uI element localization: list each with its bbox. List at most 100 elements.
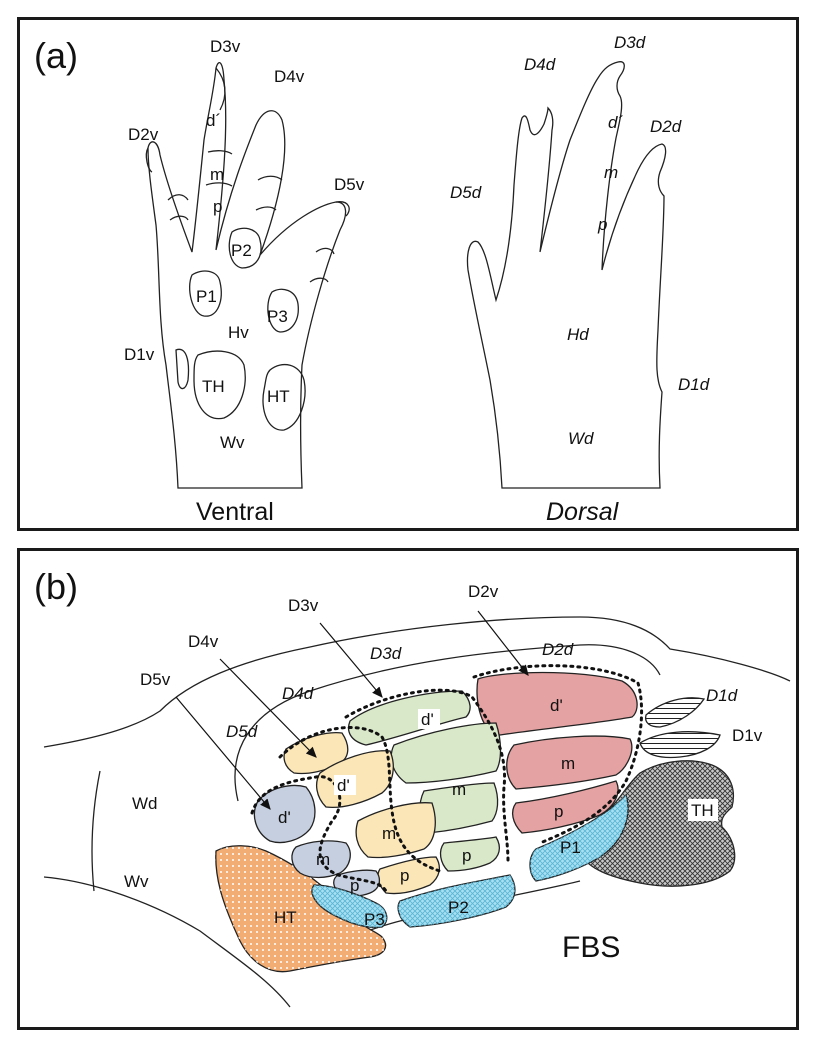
label-d2-p: p bbox=[554, 802, 563, 821]
ventral-pad-p2 bbox=[228, 227, 262, 269]
region-ht-texture bbox=[215, 845, 386, 972]
label-dorsal-m: m bbox=[604, 163, 618, 182]
d2v-claw bbox=[145, 147, 153, 173]
fbs-outer-outline bbox=[43, 616, 791, 748]
label-ventral-th: TH bbox=[202, 377, 225, 396]
fbs-title: FBS bbox=[562, 931, 620, 964]
d3v-crease-2 bbox=[205, 182, 233, 187]
label-d3-p: p bbox=[462, 846, 471, 865]
region-d1d-texture bbox=[645, 697, 704, 727]
label-d4d: D4d bbox=[524, 55, 556, 74]
label-hv: Hv bbox=[228, 323, 249, 342]
label-d4-m: m bbox=[382, 824, 396, 843]
label-ventral-p: p bbox=[213, 197, 222, 216]
ventral-pad-p3 bbox=[267, 288, 299, 333]
region-p3-texture bbox=[311, 885, 387, 928]
label-ventral-p1: P1 bbox=[196, 287, 217, 306]
dorsal-hand-outline bbox=[466, 61, 667, 489]
label-dorsal-p: p bbox=[597, 215, 607, 234]
ventral-pad-th bbox=[193, 350, 246, 420]
label-b-wv: Wv bbox=[124, 872, 149, 891]
d2v-crease-2 bbox=[169, 215, 189, 221]
arrow-d2v bbox=[477, 610, 529, 676]
label-d5-p: p bbox=[350, 876, 359, 895]
label-d1v: D1v bbox=[124, 345, 155, 364]
d3v-claw bbox=[215, 67, 226, 111]
label-d5-m: m bbox=[316, 850, 330, 869]
dorsal-hand bbox=[466, 61, 667, 489]
ventral-pad-p1 bbox=[189, 270, 222, 317]
boundary-d2 bbox=[472, 664, 644, 845]
label-d3-d-prime-bg bbox=[418, 709, 440, 729]
d5v-crease-1 bbox=[315, 247, 335, 255]
dorsal-title: Dorsal bbox=[546, 498, 620, 526]
label-ventral-p2: P2 bbox=[231, 241, 252, 260]
label-d2v: D2v bbox=[128, 125, 159, 144]
label-b-th-bg bbox=[688, 799, 718, 821]
label-b-d4v: D4v bbox=[188, 632, 219, 651]
label-ventral-p3: P3 bbox=[267, 307, 288, 326]
label-wv: Wv bbox=[220, 433, 245, 452]
label-d4-d-prime: d' bbox=[337, 776, 350, 795]
d2v-crease-1 bbox=[167, 194, 189, 201]
region-d1v-texture bbox=[640, 731, 720, 758]
ventral-hand-outline bbox=[147, 62, 347, 489]
label-b-p3: P3 bbox=[364, 910, 385, 929]
arrow-d4v bbox=[219, 658, 317, 758]
region-d2-p bbox=[511, 780, 619, 834]
label-b-d1v: D1v bbox=[732, 726, 763, 745]
panel-a-drawing: (a) D3v D4v D2v D5v d´ m bbox=[34, 33, 710, 526]
label-d2-m: m bbox=[561, 754, 575, 773]
panel-a: (a) D3v D4v D2v D5v d´ m bbox=[17, 17, 799, 531]
fbs-inner-outline bbox=[234, 644, 661, 802]
label-hd: Hd bbox=[567, 325, 589, 344]
panel-b: (b) bbox=[17, 548, 799, 1030]
label-d4-d-prime-bg bbox=[334, 775, 356, 795]
arrow-d5v bbox=[175, 696, 271, 810]
label-d5d: D5d bbox=[450, 183, 482, 202]
d5v-crease-2 bbox=[309, 277, 329, 283]
panel-b-tag: (b) bbox=[34, 566, 78, 607]
boundary-d3 bbox=[344, 688, 510, 863]
label-wd: Wd bbox=[568, 429, 594, 448]
label-d2d: D2d bbox=[650, 117, 682, 136]
label-d3-d-prime: d' bbox=[421, 710, 434, 729]
label-d5v: D5v bbox=[334, 175, 365, 194]
region-d2-m bbox=[506, 735, 633, 790]
label-ventral-d-prime: d´ bbox=[206, 111, 221, 130]
d4v-crease-2 bbox=[255, 206, 277, 211]
label-d3v: D3v bbox=[210, 37, 241, 56]
region-d3-d-prime bbox=[390, 722, 502, 784]
digit-boundaries bbox=[250, 664, 644, 893]
arrow-d3v bbox=[319, 622, 383, 698]
label-ventral-m: m bbox=[210, 165, 224, 184]
label-b-d5v: D5v bbox=[140, 670, 171, 689]
label-b-d1d: D1d bbox=[706, 686, 738, 705]
region-d3-p bbox=[439, 836, 501, 872]
label-d5-d-prime: d' bbox=[278, 808, 291, 827]
fbs-wrist-line bbox=[91, 770, 101, 892]
d3v-crease-1 bbox=[207, 150, 233, 155]
ventral-hand bbox=[145, 62, 350, 489]
d5v-claw bbox=[335, 201, 350, 217]
ventral-d1-thumb bbox=[175, 348, 190, 390]
label-d4-p: p bbox=[400, 866, 409, 885]
label-b-ht: HT bbox=[274, 908, 297, 927]
boundary-d4 bbox=[278, 726, 442, 873]
label-b-d2v: D2v bbox=[468, 582, 499, 601]
ventral-title: Ventral bbox=[196, 498, 274, 526]
region-p1-texture bbox=[530, 795, 628, 881]
region-p2-texture bbox=[398, 875, 515, 927]
panel-a-tag: (a) bbox=[34, 35, 78, 76]
label-b-th: TH bbox=[691, 801, 714, 820]
label-b-d3d: D3d bbox=[370, 644, 402, 663]
region-d5-m bbox=[291, 840, 351, 879]
label-b-p1: P1 bbox=[560, 838, 581, 857]
panel-b-map: (b) bbox=[34, 566, 791, 1008]
d4v-crease-1 bbox=[257, 175, 283, 181]
label-b-d5d: D5d bbox=[226, 722, 258, 741]
label-d2-d-prime: d' bbox=[550, 696, 563, 715]
boundary-d5 bbox=[250, 775, 388, 893]
leader-arrows bbox=[175, 610, 529, 810]
region-d3-d-prime-top bbox=[347, 690, 471, 746]
